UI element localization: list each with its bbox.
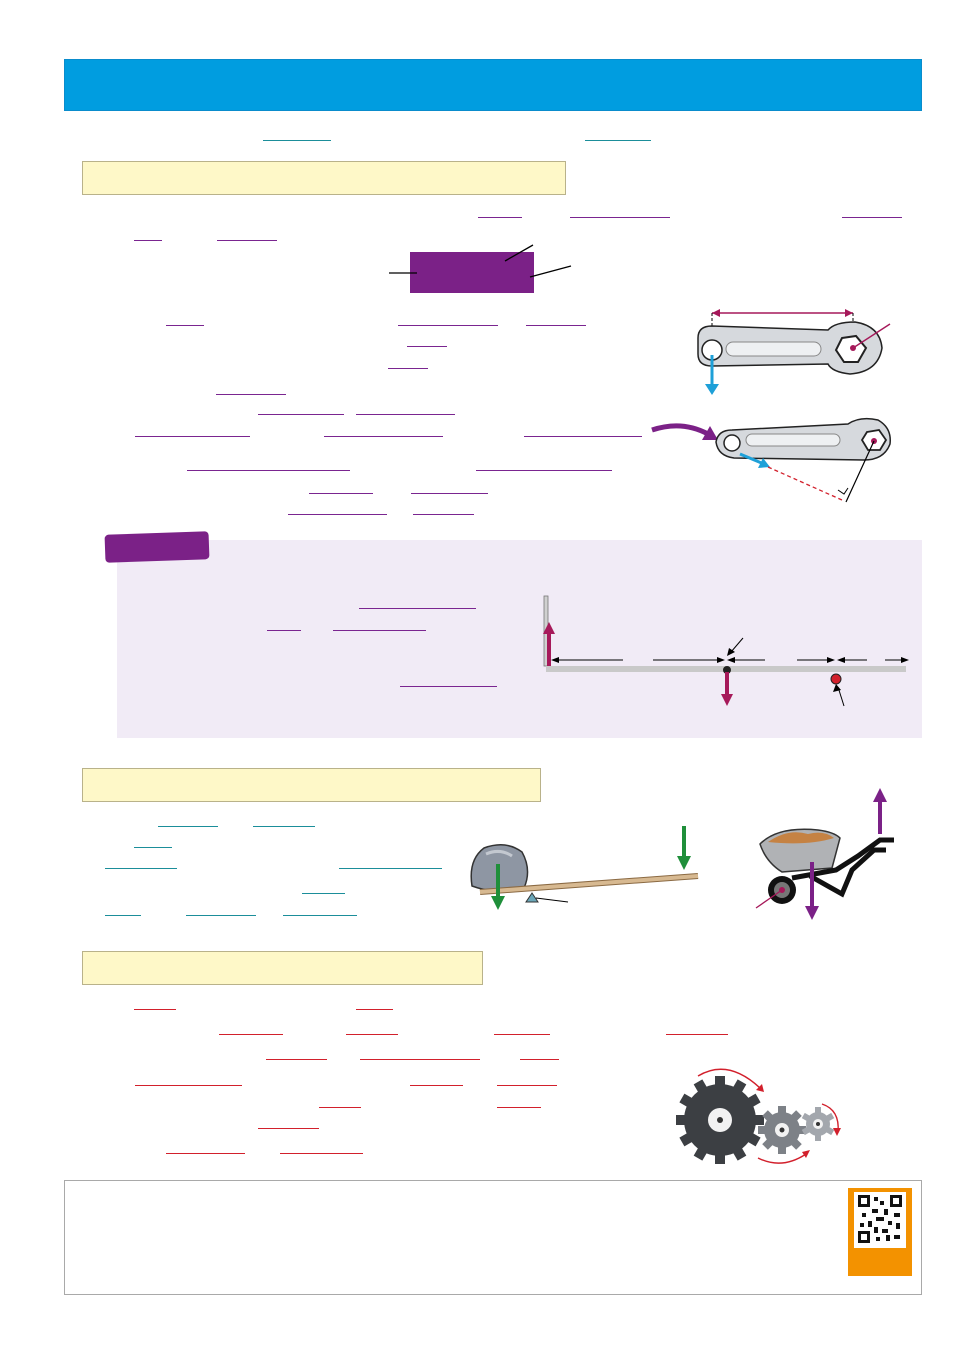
blank-line <box>135 1085 242 1086</box>
blank-line <box>324 436 443 437</box>
blank-line <box>360 1059 480 1060</box>
blank-line <box>134 1009 176 1010</box>
blank-line <box>413 514 474 515</box>
blank-line <box>187 470 350 471</box>
intro-blank <box>263 140 331 141</box>
section-heading-levers <box>82 768 541 802</box>
blank-line <box>134 847 172 848</box>
title-banner <box>64 59 922 111</box>
blank-line <box>570 217 670 218</box>
blank-line <box>217 240 277 241</box>
blank-line <box>186 915 256 916</box>
blank-line <box>258 414 344 415</box>
blank-line <box>219 1034 283 1035</box>
blank-line <box>497 1085 557 1086</box>
blank-line <box>407 346 447 347</box>
moment-equation-box <box>410 252 534 293</box>
blank-line <box>258 1128 319 1129</box>
blank-line <box>476 470 612 471</box>
wheelbarrow-icon <box>755 788 894 920</box>
blank-line <box>166 1153 245 1154</box>
intro-blank <box>585 140 651 141</box>
blank-line <box>319 1107 361 1108</box>
blank-line <box>411 493 488 494</box>
blank-line <box>105 868 177 869</box>
wrench-rotated-icon <box>715 417 891 503</box>
qr-code-icon[interactable] <box>858 1195 902 1243</box>
blank-line <box>478 217 522 218</box>
blank-line <box>410 1085 463 1086</box>
blank-line <box>356 1009 393 1010</box>
blank-line <box>302 893 345 894</box>
blank-line <box>524 436 642 437</box>
blank-line <box>497 1107 541 1108</box>
blank-line <box>105 915 141 916</box>
blank-line <box>666 1034 728 1035</box>
blank-line <box>283 915 357 916</box>
example-panel <box>117 540 922 738</box>
equation-leader-lines <box>389 244 572 278</box>
blank-line <box>359 608 476 609</box>
blank-line <box>356 414 455 415</box>
blank-line <box>339 868 442 869</box>
blank-line <box>400 686 497 687</box>
blank-line <box>288 514 387 515</box>
blank-line <box>309 493 373 494</box>
section-heading-gears <box>82 951 483 985</box>
beam-diagram <box>543 595 909 707</box>
crowbar-lever-icon <box>470 826 699 910</box>
blank-line <box>266 1059 327 1060</box>
section-heading-moments <box>82 161 566 195</box>
blank-line <box>494 1034 550 1035</box>
wrench-icon <box>697 309 891 395</box>
blank-line <box>398 325 498 326</box>
curved-arrow-icon <box>651 423 718 440</box>
blank-line <box>253 826 315 827</box>
blank-line <box>216 394 286 395</box>
blank-line <box>520 1059 559 1060</box>
blank-line <box>280 1153 363 1154</box>
blank-line <box>134 240 162 241</box>
footer-box <box>64 1180 922 1295</box>
example-tab <box>104 531 210 563</box>
blank-line <box>526 325 586 326</box>
blank-line <box>158 826 218 827</box>
blank-line <box>333 630 426 631</box>
blank-line <box>267 630 301 631</box>
blank-line <box>842 217 902 218</box>
blank-line <box>166 325 204 326</box>
blank-line <box>388 368 428 369</box>
gears-icon <box>676 1068 841 1164</box>
blank-line <box>346 1034 398 1035</box>
blank-line <box>135 436 250 437</box>
